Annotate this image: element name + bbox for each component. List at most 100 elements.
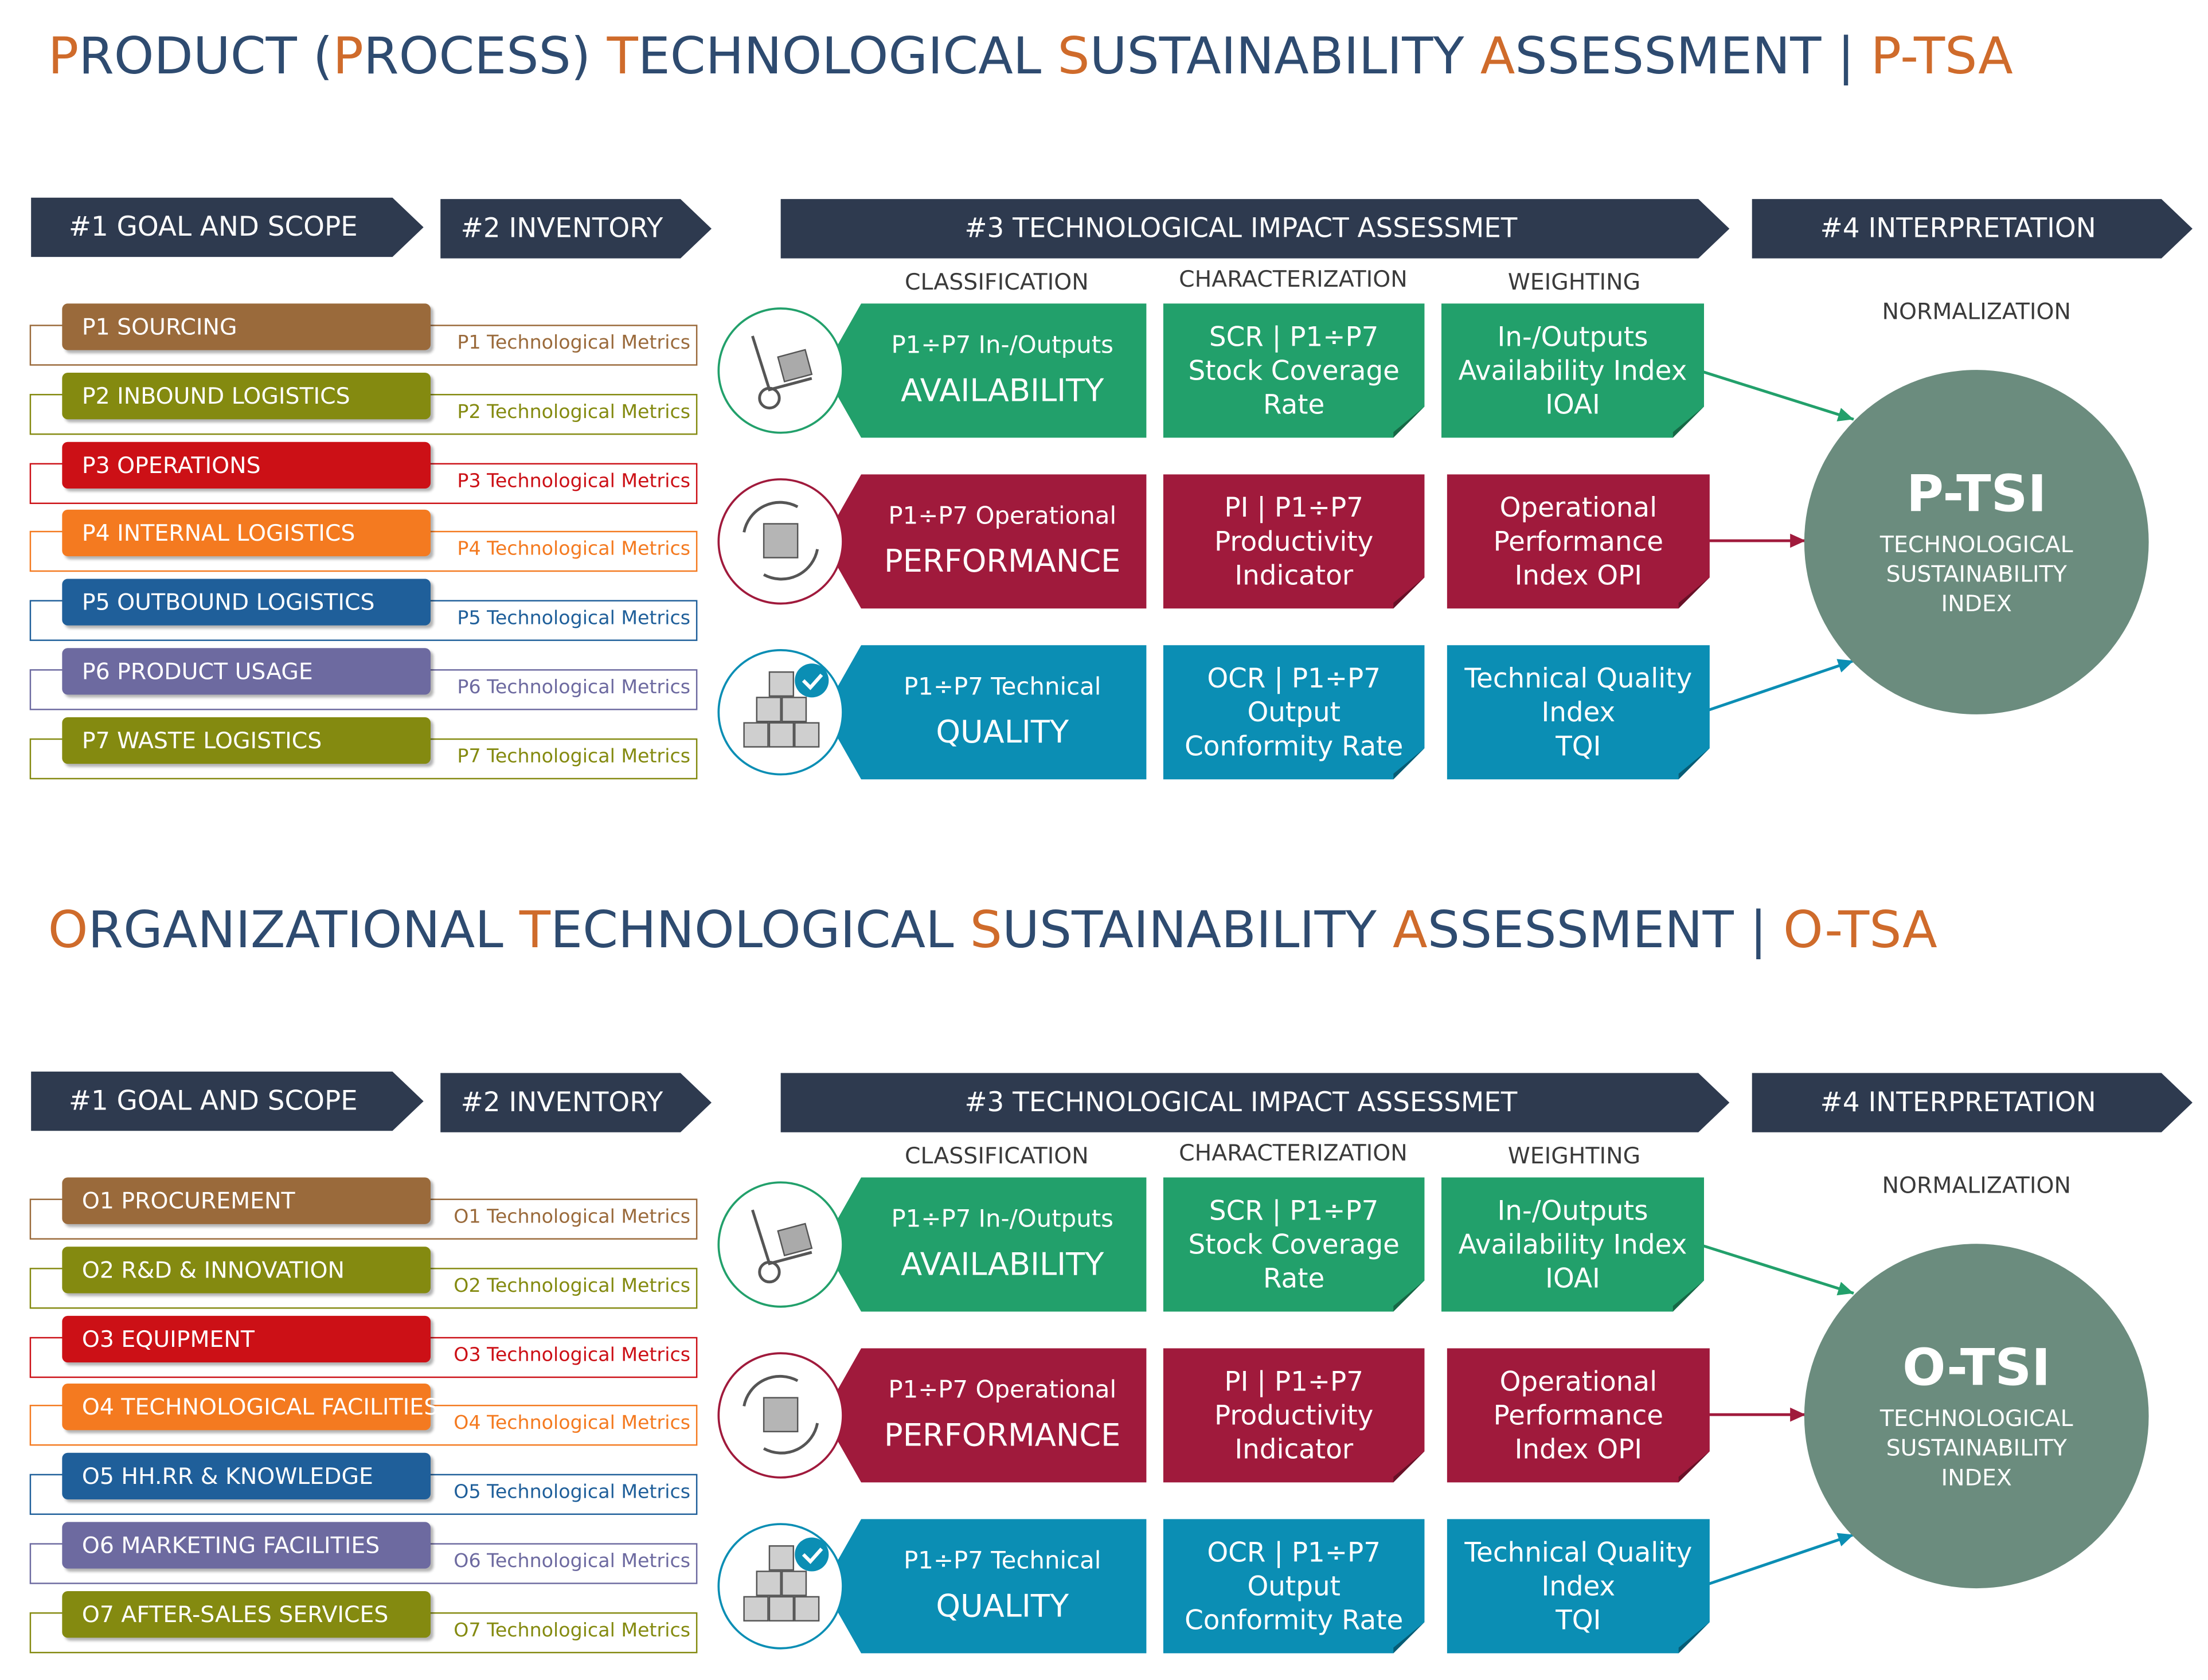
process-bar[interactable]: O6 MARKETING FACILITIES — [62, 1522, 431, 1569]
process-bar[interactable]: O1 PROCUREMENT — [62, 1177, 431, 1224]
title-text: SSESSMENT | — [1427, 902, 1784, 960]
title-accent-letter: S — [970, 902, 1002, 960]
index-name-line: INDEX — [1941, 590, 2012, 618]
subheader-characterization: CHARACTERIZATION — [1179, 1139, 1408, 1166]
process-label: P5 OUTBOUND LOGISTICS — [81, 589, 375, 616]
process-bar[interactable]: O4 TECHNOLOGICAL FACILITIES — [62, 1384, 438, 1431]
technological-metric-label: O4 Technological Metrics — [454, 1412, 691, 1435]
classification-line1: P1÷P7 Operational — [888, 1376, 1117, 1405]
weighting-text: In-/Outputs — [1497, 321, 1648, 353]
classification-line2: PERFORMANCE — [884, 1419, 1121, 1455]
trolley-icon-ring — [717, 307, 844, 434]
weighting-text: IOAI — [1545, 1263, 1600, 1294]
process-bar[interactable]: O5 HH.RR & KNOWLEDGE — [62, 1453, 431, 1500]
index-name-line: SUSTAINABILITY — [1886, 1434, 2067, 1462]
title-accent-letter: O — [48, 902, 88, 960]
check-mark — [802, 1548, 823, 1564]
step-inventory: #2 INVENTORY — [440, 1073, 683, 1132]
process-label: O1 PROCUREMENT — [81, 1187, 295, 1214]
stacked-box — [794, 722, 820, 748]
weighting-text: IOAI — [1545, 389, 1600, 420]
characterization-text: PI | P1÷P7 — [1224, 1366, 1364, 1397]
characterization-text: Productivity — [1214, 526, 1374, 557]
technological-metric-label: P4 Technological Metrics — [457, 538, 691, 561]
index-name-line: TECHNOLOGICAL — [1879, 1404, 2073, 1432]
trolley-box — [777, 349, 813, 383]
step-inventory: #2 INVENTORY — [440, 199, 683, 258]
title-accent-letter: P-TSA — [1870, 28, 2013, 87]
stacked-box — [743, 722, 769, 748]
characterization-text: OCR | P1÷P7 — [1207, 1537, 1381, 1568]
weighting-text: Index OPI — [1514, 1433, 1643, 1465]
index-name-line: INDEX — [1941, 1464, 2012, 1491]
characterization-text: Stock Coverage — [1188, 355, 1400, 386]
process-bar[interactable]: P5 OUTBOUND LOGISTICS — [62, 579, 431, 626]
weighting-text: Operational — [1499, 492, 1658, 523]
step-interpretation-label: #4 INTERPRETATION — [1820, 213, 2096, 244]
process-bar[interactable]: P3 OPERATIONS — [62, 441, 431, 488]
section-title: PRODUCT (PROCESS) TECHNOLOGICAL SUSTAINA… — [48, 28, 2013, 86]
weighting-text: Performance — [1493, 526, 1664, 557]
process-bar[interactable]: P6 PRODUCT USAGE — [62, 648, 431, 695]
stacked-box — [768, 671, 795, 697]
cycle-box — [763, 1397, 799, 1433]
subheader-normalization: NORMALIZATION — [1882, 298, 2071, 325]
cycle-box-icon — [742, 1374, 819, 1455]
flow-arrow-line — [1696, 1242, 1854, 1295]
process-label: O4 TECHNOLOGICAL FACILITIES — [81, 1394, 439, 1421]
process-label: O5 HH.RR & KNOWLEDGE — [81, 1463, 373, 1490]
technological-metric-label: P1 Technological Metrics — [457, 331, 691, 355]
process-bar[interactable]: O2 R&D & INNOVATION — [62, 1246, 431, 1293]
step-goal: #1 GOAL AND SCOPE — [31, 198, 395, 257]
step-goal: #1 GOAL AND SCOPE — [31, 1072, 395, 1131]
title-accent-letter: P — [333, 28, 364, 87]
trolley-wheel — [758, 1260, 781, 1284]
process-bar[interactable]: P1 SOURCING — [62, 303, 431, 350]
process-label: O3 EQUIPMENT — [81, 1325, 255, 1352]
stacked-box — [794, 1596, 820, 1622]
process-bar[interactable]: P7 WASTE LOGISTICS — [62, 717, 431, 764]
step-inventory-label: #2 INVENTORY — [460, 213, 663, 244]
process-label: P1 SOURCING — [81, 313, 237, 341]
characterization-text: Rate — [1263, 389, 1325, 420]
check-mark — [802, 673, 823, 690]
title-text: USTAINABILITY — [1002, 902, 1393, 960]
process-bar[interactable]: O3 EQUIPMENT — [62, 1315, 431, 1362]
title-accent-letter: S — [1057, 28, 1090, 87]
section-title: ORGANIZATIONAL TECHNOLOGICAL SUSTAINABIL… — [48, 902, 1937, 960]
process-bar[interactable]: O7 AFTER-SALES SERVICES — [62, 1591, 431, 1638]
process-bar[interactable]: P2 INBOUND LOGISTICS — [62, 372, 431, 419]
cycle-arrow-bottom — [763, 1423, 819, 1455]
subheader-classification: CLASSIFICATION — [904, 1142, 1089, 1169]
process-bar[interactable]: P4 INTERNAL LOGISTICS — [62, 510, 431, 557]
characterization-text: Conformity Rate — [1185, 1604, 1404, 1636]
weighting-text: TQI — [1556, 730, 1601, 762]
technological-metric-label: O6 Technological Metrics — [454, 1550, 691, 1573]
stacked-box — [781, 1570, 807, 1596]
subheader-weighting: WEIGHTING — [1507, 268, 1641, 295]
step-goal-label: #1 GOAL AND SCOPE — [68, 1085, 358, 1117]
process-label: P6 PRODUCT USAGE — [81, 658, 313, 685]
boxes-check-icon — [743, 663, 829, 748]
weighting-text: Technical Quality — [1464, 1537, 1693, 1568]
